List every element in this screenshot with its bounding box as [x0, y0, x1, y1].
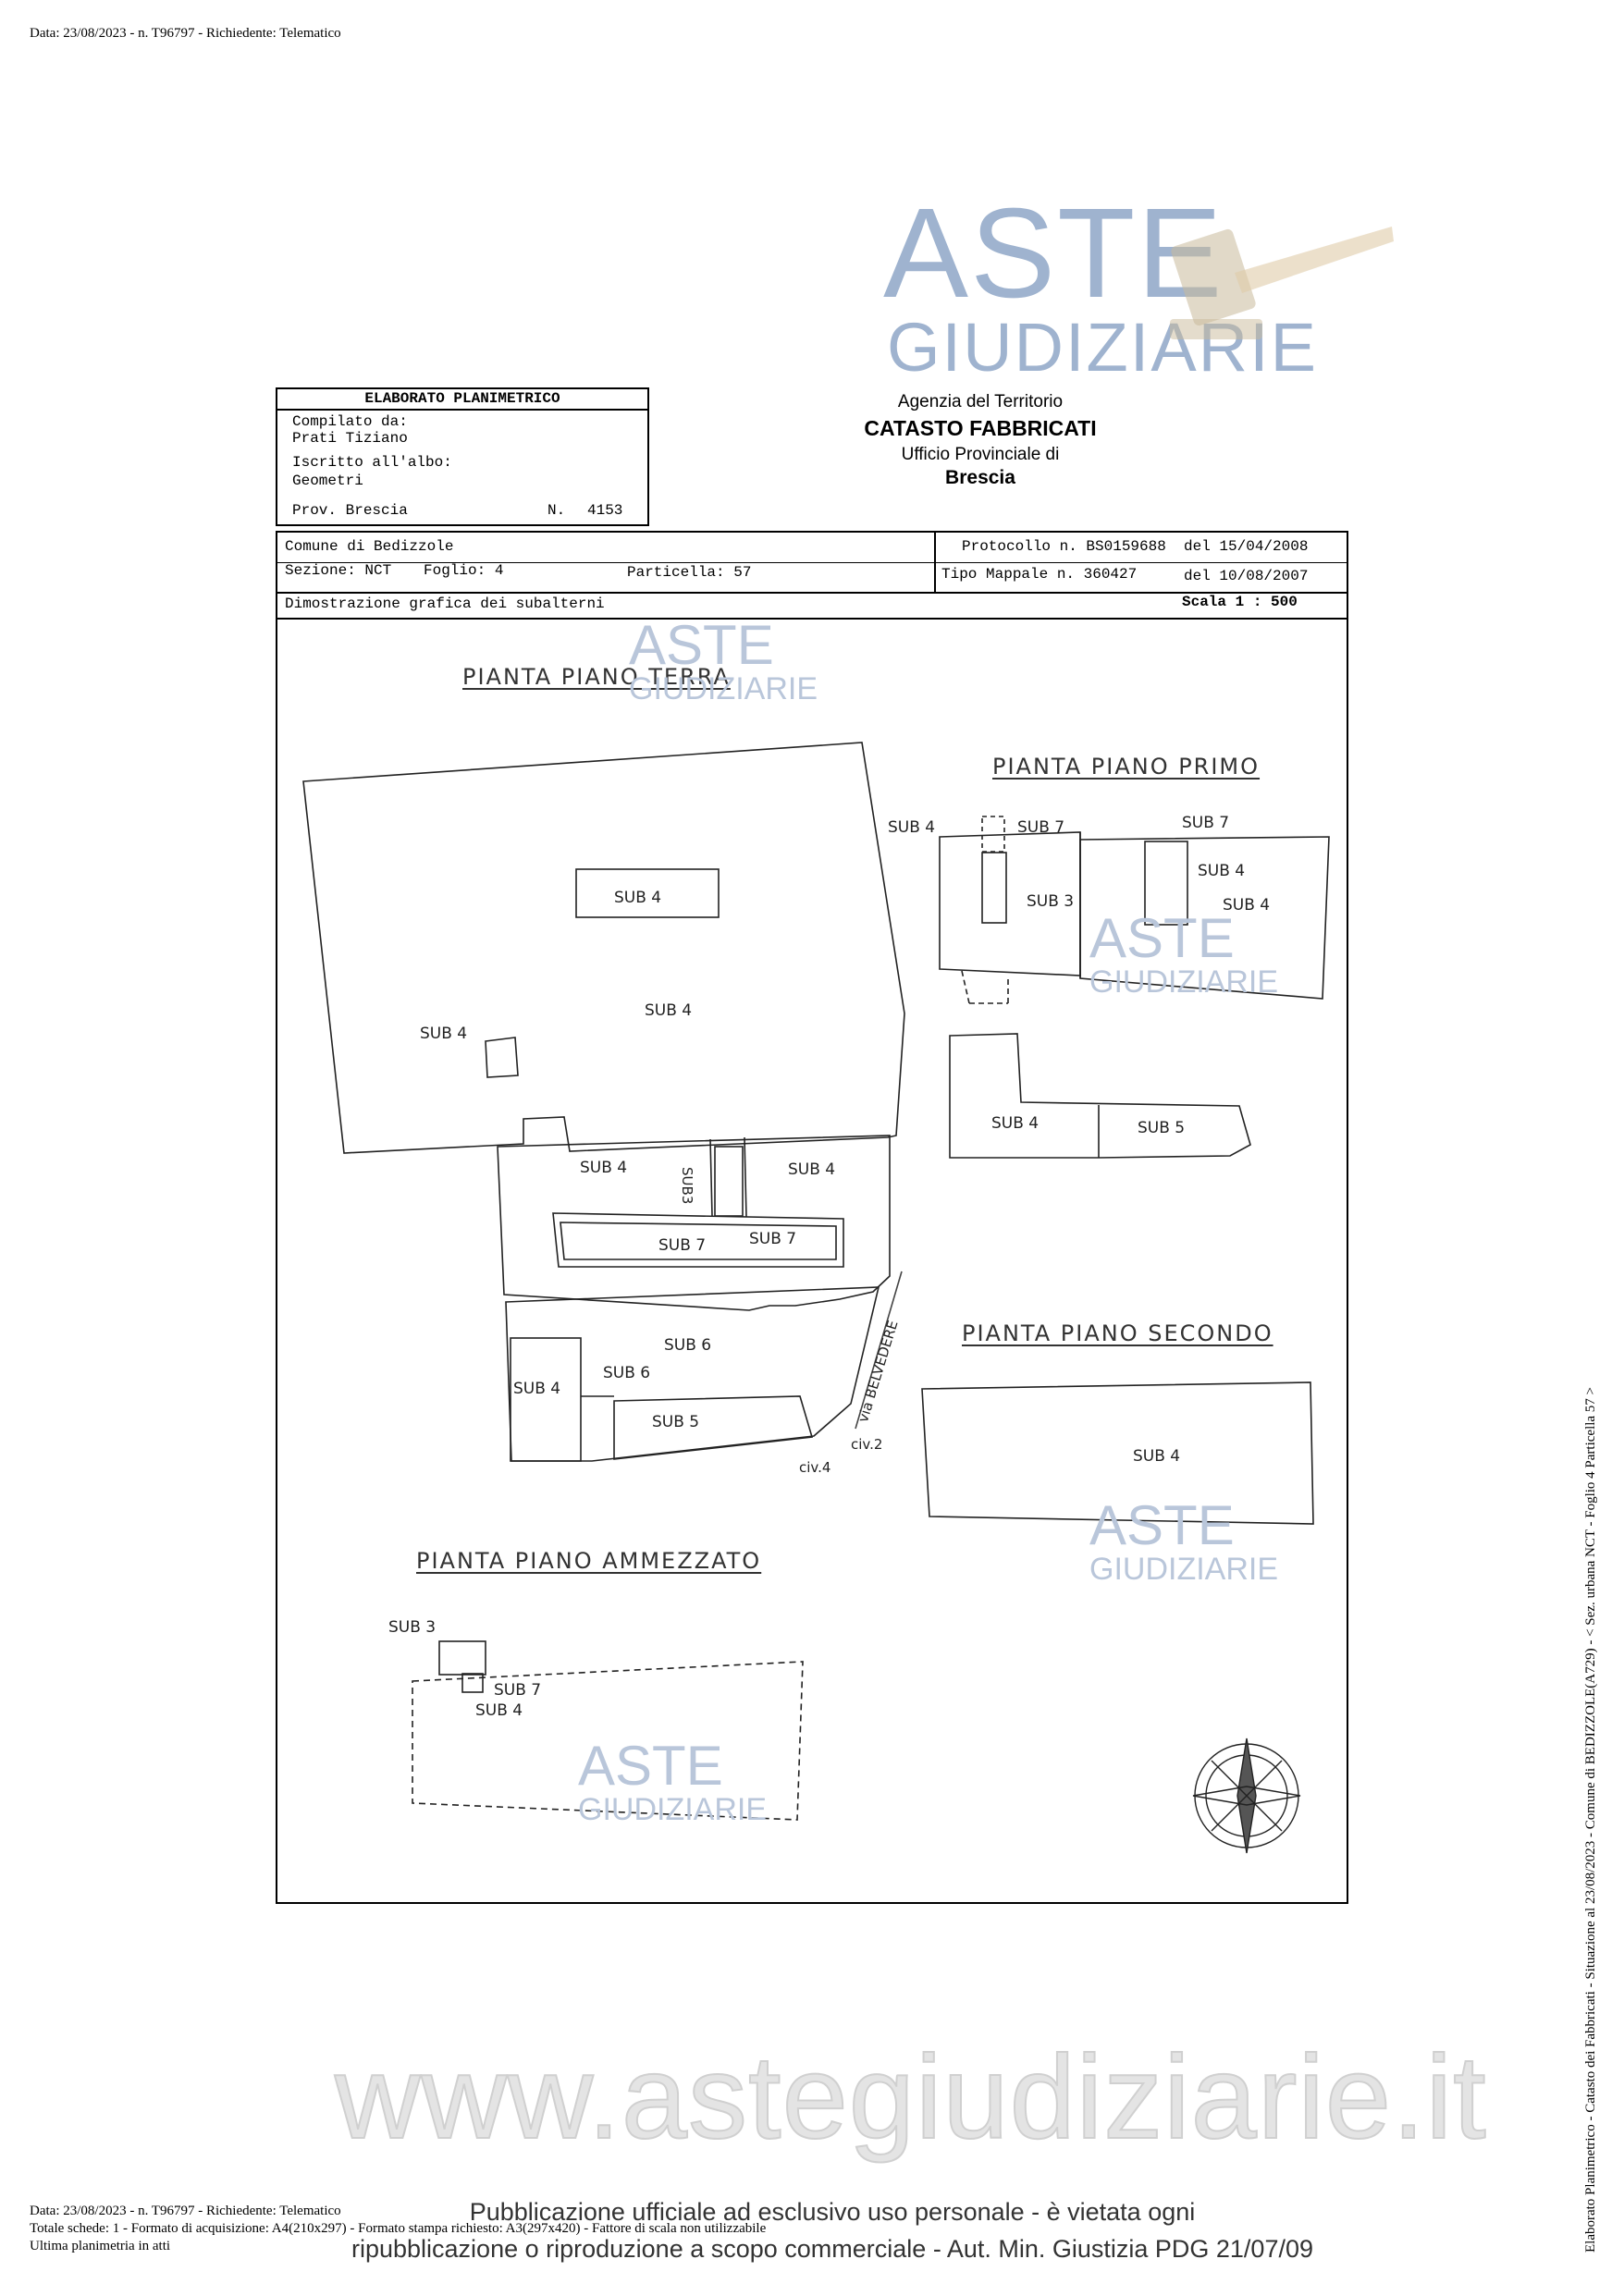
watermark-giudiziarie: GIUDIZIARIE: [578, 1792, 768, 1827]
register: Geometri: [292, 473, 363, 489]
terra-sub4-left: [510, 1337, 582, 1462]
particella: Particella: 57: [627, 564, 752, 581]
label-sub3: SUB 3: [388, 1618, 437, 1637]
info-row-3: [277, 618, 1347, 620]
sezione: Sezione: NCT: [285, 562, 392, 579]
terra-sub4-inner: [575, 868, 720, 918]
gavel-icon: [1170, 227, 1394, 339]
watermark-small-2: ASTE GIUDIZIARIE: [1089, 907, 1279, 1000]
number-label: N.: [547, 502, 566, 519]
terra-sub4-small: [485, 1037, 519, 1078]
watermark-giudiziarie: GIUDIZIARIE: [629, 671, 818, 706]
title-block: ELABORATO PLANIMETRICO Compilato da: Pra…: [276, 387, 649, 526]
label-sub7: SUB 7: [658, 1236, 707, 1255]
label-sub4: SUB 4: [991, 1114, 1040, 1133]
watermark-small-1: ASTE GIUDIZIARIE: [629, 614, 818, 706]
info-row-1: [277, 533, 1347, 563]
title-piano-primo: PIANTA PIANO PRIMO: [992, 754, 1261, 780]
secondo-outline: [921, 1381, 1314, 1525]
label-sub7: SUB 7: [1182, 814, 1230, 832]
label-sub4: SUB 4: [645, 1001, 693, 1020]
agency-line3: Ufficio Provinciale di: [901, 445, 1060, 464]
terra-main-outline: [302, 742, 905, 1154]
watermark-website: www.astegiudiziarie.it: [334, 2031, 1487, 2165]
publication-line2: ripubblicazione o riproduzione a scopo c…: [351, 2235, 1313, 2263]
terra-sub7-outline: [552, 1212, 844, 1268]
publication-line1: Pubblicazione ufficiale ad esclusivo uso…: [469, 2198, 1196, 2226]
register-label: Iscritto all'albo:: [292, 454, 452, 471]
agency-line4: Brescia: [945, 467, 1015, 488]
drawing-frame: Comune di Bedizzole Sezione: NCT Foglio:…: [276, 531, 1348, 1904]
label-sub4: SUB 4: [1133, 1447, 1181, 1466]
watermark-aste: ASTE: [1089, 907, 1235, 969]
label-sub4: SUB 4: [513, 1380, 561, 1398]
number: 4153: [587, 502, 623, 519]
label-sub4: SUB 4: [580, 1159, 628, 1177]
label-sub3-vertical: SUB3: [679, 1167, 695, 1205]
primo-sub4-sub5: [949, 1033, 1251, 1159]
scala: Scala 1 : 500: [1182, 594, 1298, 610]
comune: Comune di Bedizzole: [285, 538, 454, 555]
label-sub7: SUB 7: [494, 1681, 542, 1700]
ammezzato-outline: [412, 1661, 804, 1821]
protocollo: Protocollo n. BS0159688: [962, 538, 1166, 555]
label-sub6: SUB 6: [603, 1364, 651, 1382]
label-sub4: SUB 4: [888, 818, 936, 837]
watermark-aste: ASTE: [629, 614, 774, 676]
info-divider: [934, 533, 936, 592]
terra-sub5: [613, 1395, 814, 1460]
compiled-by: Prati Tiziano: [292, 430, 408, 447]
watermark-aste: ASTE: [1089, 1494, 1235, 1556]
footer-line2: Totale schede: 1 - Formato di acquisizio…: [30, 2221, 767, 2236]
label-sub4: SUB 4: [420, 1025, 468, 1043]
agency-line2: CATASTO FABBRICATI: [864, 416, 1097, 440]
tipo-mappale-date: del 10/08/2007: [1184, 568, 1309, 584]
label-civ2: civ.2: [851, 1436, 883, 1453]
label-sub7: SUB 7: [749, 1230, 797, 1248]
label-civ4: civ.4: [799, 1459, 831, 1476]
label-sub4: SUB 4: [614, 889, 662, 907]
foglio: Foglio: 4: [424, 562, 504, 579]
info-row-2: [277, 592, 1347, 595]
label-sub7: SUB 7: [1017, 818, 1065, 837]
province: Prov. Brescia: [292, 502, 408, 519]
compass-rose: [1192, 1737, 1301, 1854]
title-piano-ammezzato: PIANTA PIANO AMMEZZATO: [416, 1548, 762, 1574]
watermark-small-3: ASTE GIUDIZIARIE: [1089, 1494, 1279, 1587]
footer-line3: Ultima planimetria in atti: [30, 2239, 171, 2253]
watermark-aste: ASTE: [883, 182, 1224, 325]
compiled-by-label: Compilato da:: [292, 413, 408, 430]
title-piano-terra: PIANTA PIANO TERRA: [462, 664, 731, 690]
label-sub4: SUB 4: [788, 1160, 836, 1179]
label-sub5: SUB 5: [652, 1413, 700, 1431]
label-sub4: SUB 4: [475, 1701, 523, 1720]
label-sub5: SUB 5: [1138, 1119, 1186, 1137]
agency-block: Agenzia del Territorio CATASTO FABBRICAT…: [814, 392, 1147, 489]
ammezzato-sub3: [438, 1640, 486, 1676]
title-heading: ELABORATO PLANIMETRICO: [277, 390, 647, 411]
watermark-small-4: ASTE GIUDIZIARIE: [578, 1735, 768, 1827]
title-piano-secondo: PIANTA PIANO SECONDO: [962, 1320, 1273, 1346]
tipo-mappale: Tipo Mappale n. 360427: [941, 566, 1138, 583]
side-text: Elaborato Planimetrico - Catasto dei Fab…: [1583, 1386, 1598, 2253]
dimostrazione: Dimostrazione grafica dei subalterni: [285, 595, 605, 612]
watermark-logo-top: ASTE GIUDIZIARIE: [883, 182, 1401, 393]
watermark-aste: ASTE: [578, 1735, 723, 1797]
watermark-giudiziarie: GIUDIZIARIE: [1089, 964, 1279, 1000]
label-sub6: SUB 6: [664, 1336, 712, 1355]
protocollo-date: del 15/04/2008: [1184, 538, 1309, 555]
watermark-giudiziarie: GIUDIZIARIE: [1089, 1552, 1279, 1587]
label-sub3: SUB 3: [1027, 892, 1075, 911]
header-line: Data: 23/08/2023 - n. T96797 - Richieden…: [30, 26, 341, 41]
terra-sub6-outline: [505, 1286, 880, 1462]
footer-line1: Data: 23/08/2023 - n. T96797 - Richieden…: [30, 2204, 341, 2218]
terra-lower-outline: [497, 1135, 891, 1311]
agency-line1: Agenzia del Territorio: [897, 392, 1064, 411]
label-sub4: SUB 4: [1198, 862, 1246, 880]
label-sub4: SUB 4: [1223, 896, 1271, 915]
